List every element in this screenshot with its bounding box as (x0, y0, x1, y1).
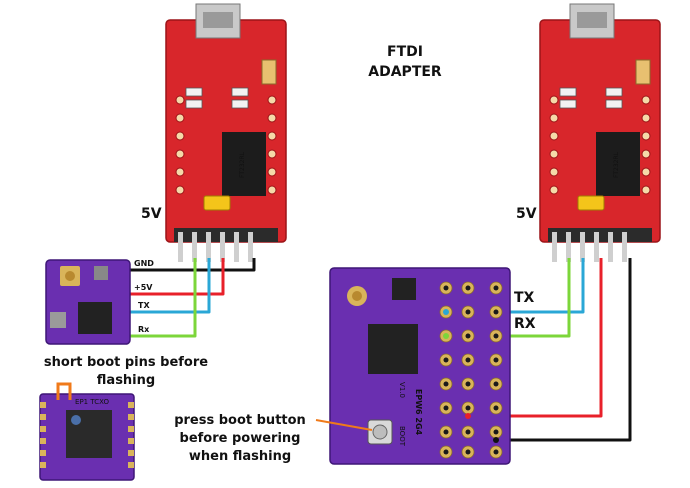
led-icon (185, 99, 203, 109)
left-wires (128, 258, 256, 338)
voltage-label-right: 5V (516, 206, 537, 222)
ep1-module-top (45, 259, 131, 345)
ep1-label: EP1 TCXO (75, 398, 109, 406)
wire-label-tx: TX (514, 290, 535, 306)
ftdi-chip (596, 132, 640, 196)
boot-pins-annotation (56, 382, 72, 400)
wire-label-rx: Rx (138, 325, 150, 334)
boot-button-annotation-arrow (315, 419, 373, 431)
chip-marking: FT232RL (239, 151, 246, 178)
wire-vcc (128, 258, 225, 296)
wire-label-gnd: GND (134, 259, 154, 268)
title-line-2: ADAPTER (368, 64, 442, 80)
radio-chip (78, 302, 112, 334)
caption-short-boot-line-2: flashing (97, 373, 155, 388)
epw6-module: EPW6 2G4 V1.0 BOOT (329, 267, 511, 465)
wire-rx (128, 258, 197, 338)
ftdi-adapter-right: FT232RL (539, 3, 661, 262)
caption-press-boot-line-1: press boot button (174, 413, 306, 428)
wire-gnd (128, 258, 256, 272)
chip-marking: FT232RL (613, 151, 620, 178)
wire-end-dots (443, 309, 499, 443)
caption-press-boot-line-2: before powering (180, 431, 301, 446)
espressif-logo-icon (71, 415, 81, 425)
voltage-label-left: 5V (141, 206, 162, 222)
header-pins (174, 228, 278, 242)
led-icon (185, 87, 203, 97)
wire-label-tx: TX (138, 301, 150, 310)
header-pins (548, 228, 652, 242)
version-label: V1.0 (398, 382, 406, 398)
caption-press-boot-line-3: when flashing (189, 449, 291, 464)
wire-vcc (468, 258, 603, 418)
caption-short-boot-line-1: short boot pins before (44, 355, 208, 370)
epw6-label: EPW6 2G4 (414, 389, 423, 436)
ftdi-adapter-left: FT232RL (165, 3, 287, 262)
boot-label: BOOT (398, 426, 406, 447)
wire-label-rx: RX (514, 316, 536, 332)
wire-gnd (496, 258, 632, 442)
wire-tx (128, 258, 211, 314)
voltage-jumper (577, 195, 605, 211)
radio-chip (368, 324, 418, 374)
voltage-jumper (203, 195, 231, 211)
ftdi-chip (222, 132, 266, 196)
wire-label-vcc: +5V (134, 283, 153, 292)
title-line-1: FTDI (387, 44, 423, 60)
ep1-module-bottom: EP1 TCXO (39, 382, 135, 481)
